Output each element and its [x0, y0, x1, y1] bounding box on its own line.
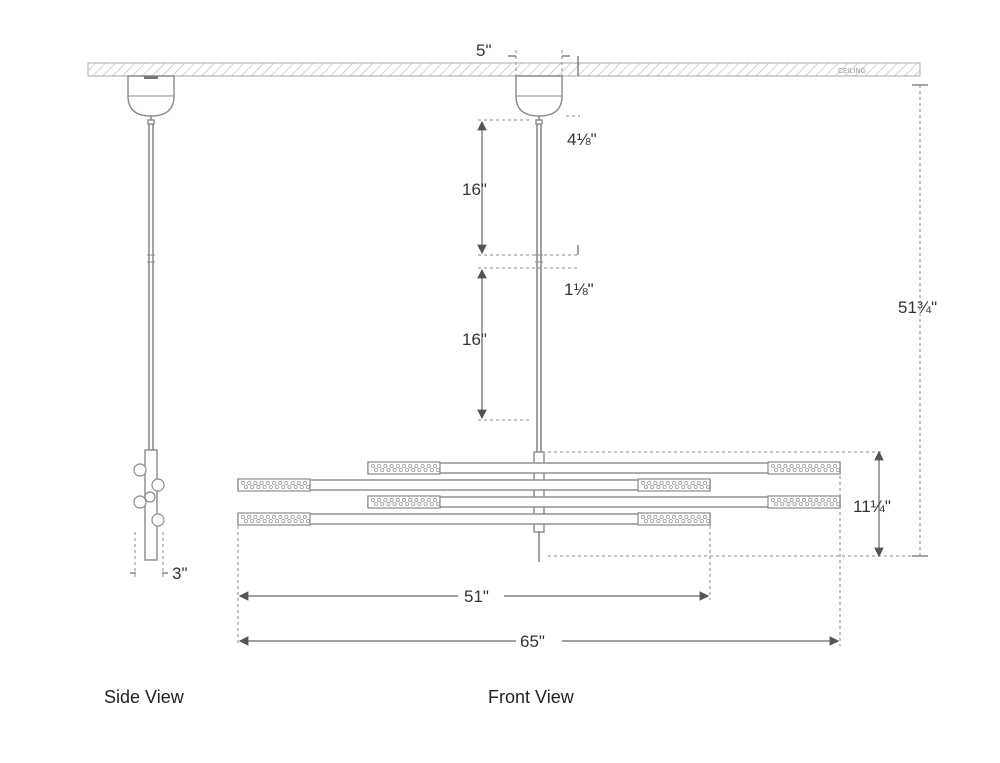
inner-width-label: 51": [464, 587, 489, 606]
side-depth-label: 3": [172, 564, 188, 583]
front-view: 5" 4⅛" 16" 1⅛" 16" 51¾" 11¼" 51": [237, 41, 937, 652]
light-bar-2: [237, 478, 711, 492]
overall-width-label: 65": [520, 632, 545, 651]
side-view: 3": [127, 75, 188, 583]
ceiling-label: CEILING: [838, 68, 866, 75]
canopy-width-label: 5": [476, 41, 492, 60]
side-view-caption: Side View: [104, 687, 185, 707]
canopy-height-label: 4⅛": [567, 130, 597, 149]
stem-upper-label: 16": [462, 180, 487, 199]
side-body: [144, 449, 158, 561]
ceiling: CEILING: [87, 62, 921, 77]
light-bar-4: [237, 512, 711, 526]
led-texture: [240, 463, 841, 524]
front-view-caption: Front View: [488, 687, 575, 707]
fixture-depth-label: 11¼": [853, 497, 891, 516]
stem-gap-label: 1⅛": [564, 280, 594, 299]
light-bar-3: [367, 495, 841, 509]
light-bar-1: [367, 461, 841, 475]
overall-height-label: 51¾": [898, 298, 937, 317]
stem-lower-label: 16": [462, 330, 487, 349]
